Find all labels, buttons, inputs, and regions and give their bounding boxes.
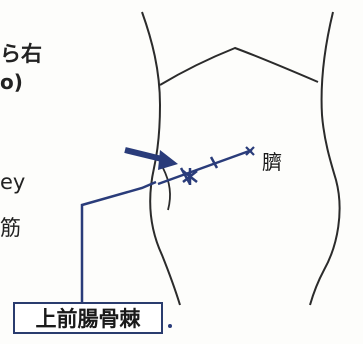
rib-line [160,48,318,85]
navel-label: 臍 [262,146,282,175]
asis-leader-line [82,182,156,302]
asis-navel-line [158,150,252,184]
label-dot [168,324,172,328]
torso-right-outline [310,12,340,305]
pointer-arrow-head [158,150,178,170]
asis-label-box: 上前腸骨棘 [13,302,163,334]
asis-label: 上前腸骨棘 [36,303,141,333]
iliac-contour [163,168,170,210]
